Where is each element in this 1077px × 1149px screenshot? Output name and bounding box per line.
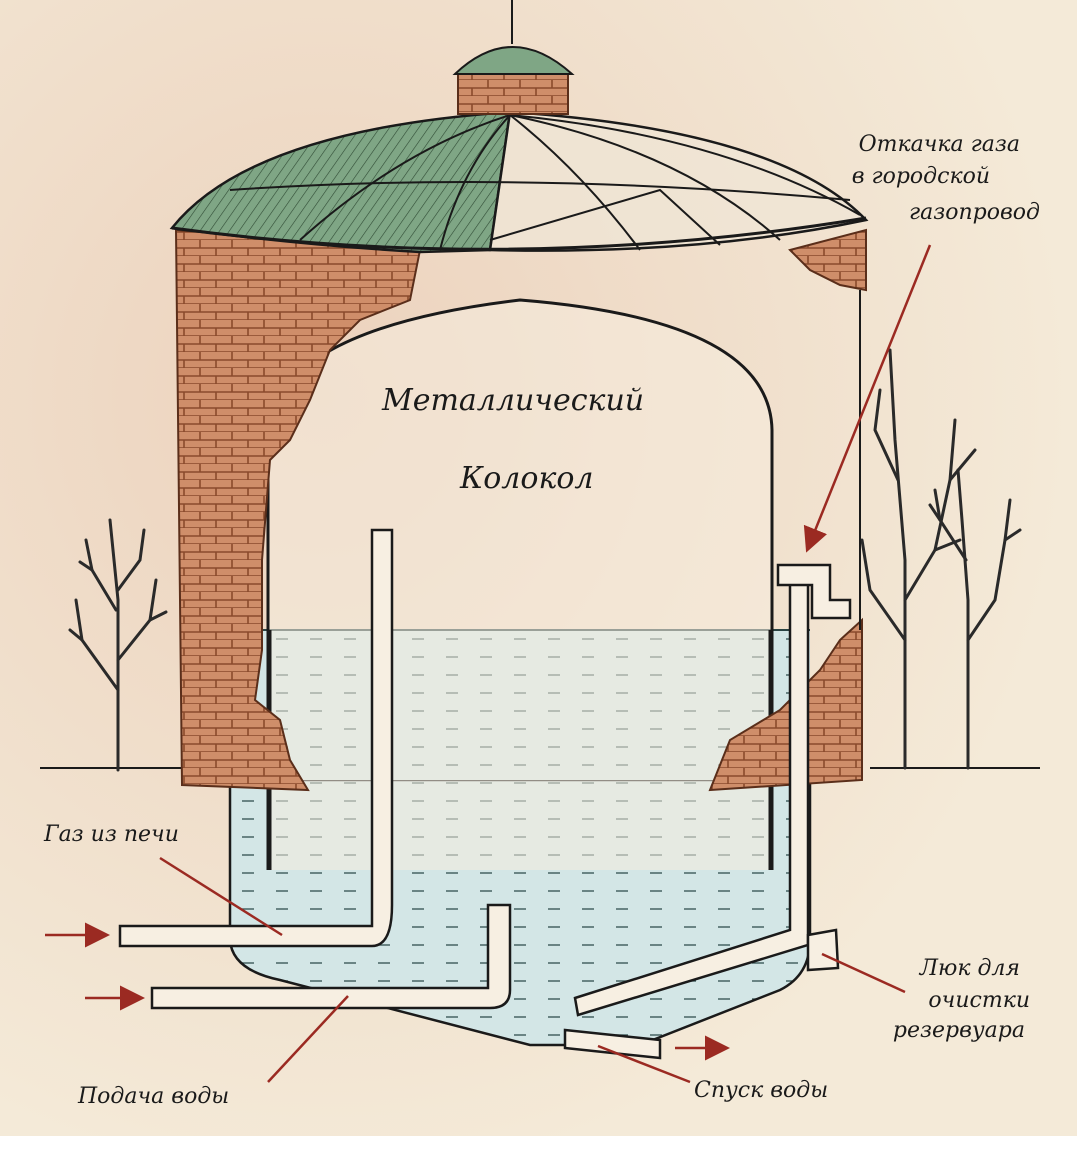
bottom-strip [0,1136,1077,1149]
cupola-base [457,71,569,115]
brick-wall-top-right [788,228,867,292]
brick-wall-left [174,228,422,792]
brick-wall-right [708,617,863,792]
hatch-label-line2: очистки [928,988,1030,1013]
leader-water-in [267,995,349,1083]
bell-label-line1: Металлический [382,383,645,418]
water-outlet-pipe [563,1028,662,1060]
leader-gas-in [159,856,283,937]
hatch-pipe [806,928,840,972]
gas-out-label-line2: в городской [851,164,990,189]
gas-out-pipe [776,563,852,620]
leader-water-out [597,1044,691,1084]
pipes [118,528,852,1060]
gas-out-label-line1: Откачка газа [858,132,1020,157]
dome-clear [488,110,869,252]
left-tree [68,518,168,772]
hatch-label-line1: Люк для [919,956,1020,981]
water-in-label: Подача воды [78,1084,230,1109]
water-out-label: Спуск воды [694,1078,829,1103]
water-inlet-pipe [150,903,512,1010]
cupola-cap [452,46,575,75]
gas-out-label-line3: газопровод [909,200,1040,225]
right-trees [860,348,1022,770]
bell-label-line2: Колокол [460,461,594,496]
gas-out-arrow [803,244,932,553]
flow-arrows [45,244,932,1084]
gas-inlet-pipe [118,528,394,948]
leader-hatch [821,952,906,994]
hatch-label-line3: резервуара [892,1018,1025,1043]
gas-in-label: Газ из печи [44,822,179,847]
dome-ribs [229,114,861,251]
dome-rim [171,216,867,251]
